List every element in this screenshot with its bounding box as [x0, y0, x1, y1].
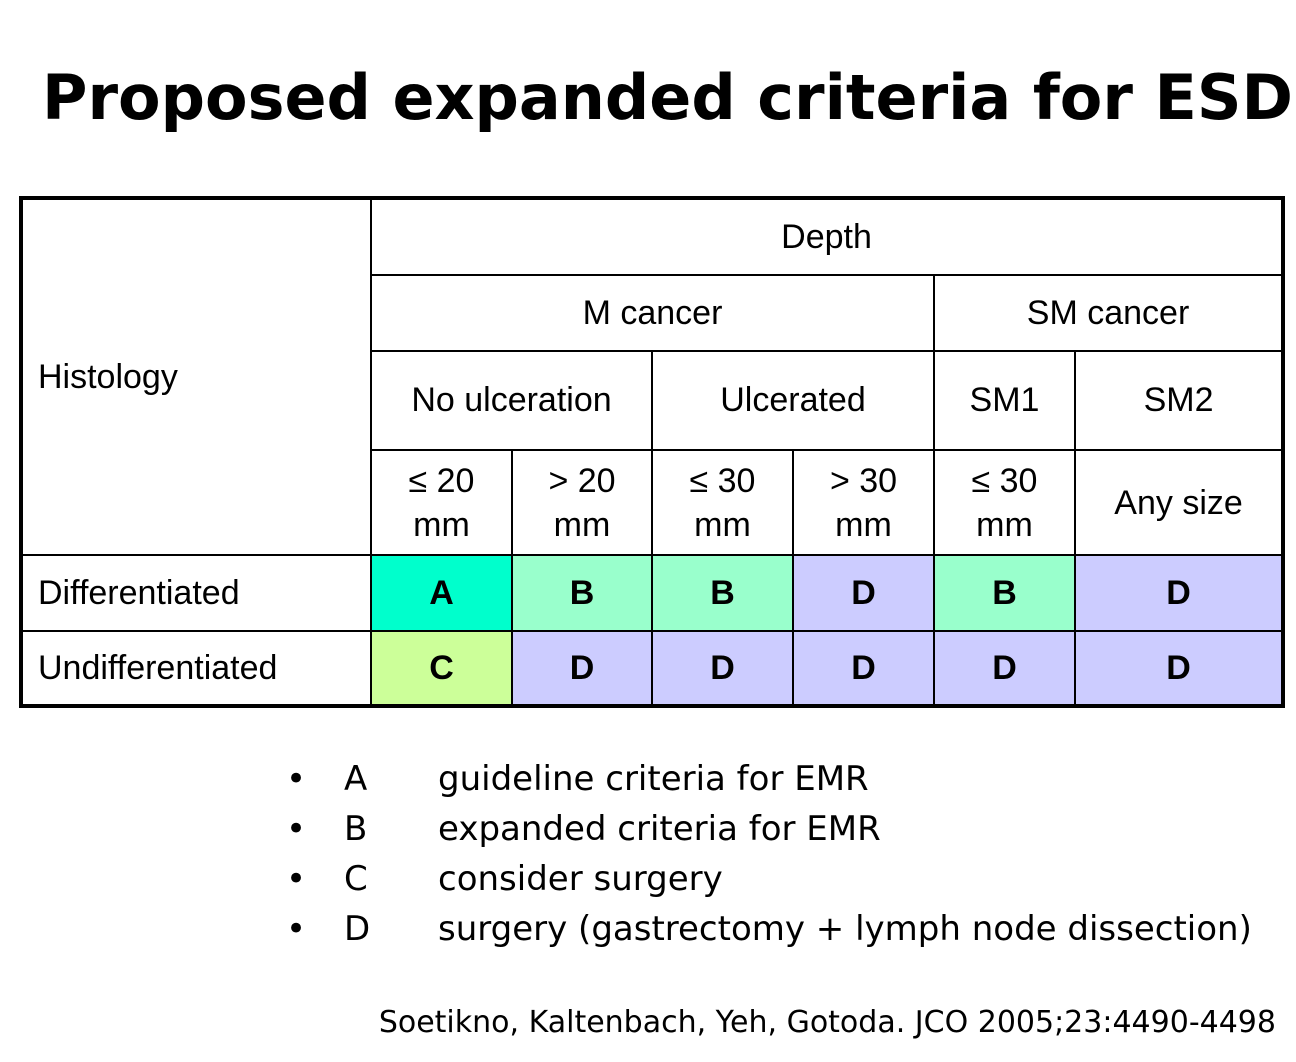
criteria-cell: D [511, 629, 653, 708]
citation: Soetikno, Kaltenbach, Yeh, Gotoda. JCO 2… [378, 1005, 1276, 1040]
row-label: Undifferentiated [20, 629, 372, 708]
bullet-icon: • [286, 809, 307, 849]
criteria-cell: B [651, 554, 794, 632]
legend-code: B [344, 809, 368, 849]
size-header: > 30 mm [792, 448, 935, 557]
size-value: > 20 [548, 461, 616, 500]
size-unit: mm [694, 505, 751, 544]
size-header: > 20 mm [511, 448, 653, 557]
legend-description: surgery (gastrectomy + lymph node dissec… [438, 909, 1252, 949]
depth-header: Depth [369, 196, 1285, 277]
size-header-any: Any size [1073, 448, 1285, 557]
criteria-cell: B [511, 554, 653, 632]
bullet-icon: • [286, 759, 307, 799]
criteria-cell: D [1073, 554, 1285, 632]
histology-header: Histology [20, 196, 372, 557]
size-value: > 30 [829, 461, 898, 500]
criteria-cell: D [651, 629, 794, 708]
m-cancer-header: M cancer [370, 274, 935, 352]
size-value: ≤ 30 [971, 461, 1038, 500]
legend-description: expanded criteria for EMR [438, 809, 881, 849]
table-row-differentiated: Differentiated A B B D B D [20, 554, 1285, 632]
legend-code: D [344, 909, 371, 949]
size-header: ≤ 30 mm [651, 448, 794, 557]
no-ulceration-header: No ulceration [370, 349, 653, 451]
sm1-header: SM1 [933, 349, 1076, 451]
criteria-table: Histology Depth M cancer SM cancer No ul… [19, 196, 1286, 708]
sm2-header: SM2 [1073, 349, 1285, 451]
row-label: Differentiated [20, 554, 372, 632]
criteria-cell: A [370, 554, 513, 632]
legend-code: A [344, 759, 368, 799]
criteria-cell: D [792, 554, 935, 632]
criteria-cell: D [1073, 629, 1285, 708]
ulcerated-header: Ulcerated [651, 349, 935, 451]
size-unit: mm [835, 505, 892, 544]
table-row-undifferentiated: Undifferentiated C D D D D D [20, 629, 1285, 708]
sm-cancer-header: SM cancer [932, 274, 1285, 352]
bullet-icon: • [286, 859, 307, 899]
criteria-cell: B [933, 554, 1076, 632]
criteria-cell: D [933, 629, 1076, 708]
page-title: Proposed expanded criteria for ESD [42, 61, 1294, 134]
size-unit: mm [976, 505, 1033, 544]
criteria-cell: D [792, 629, 935, 708]
bullet-icon: • [286, 909, 307, 949]
size-unit: mm [413, 505, 470, 544]
size-value: ≤ 30 [689, 461, 756, 500]
legend-description: consider surgery [438, 859, 723, 899]
legend-code: C [344, 859, 368, 899]
size-header: ≤ 30 mm [933, 448, 1076, 557]
criteria-cell: C [370, 629, 513, 708]
legend-description: guideline criteria for EMR [438, 759, 869, 799]
size-value: ≤ 20 [408, 461, 475, 500]
size-header: ≤ 20 mm [370, 448, 513, 557]
size-unit: mm [553, 505, 611, 544]
